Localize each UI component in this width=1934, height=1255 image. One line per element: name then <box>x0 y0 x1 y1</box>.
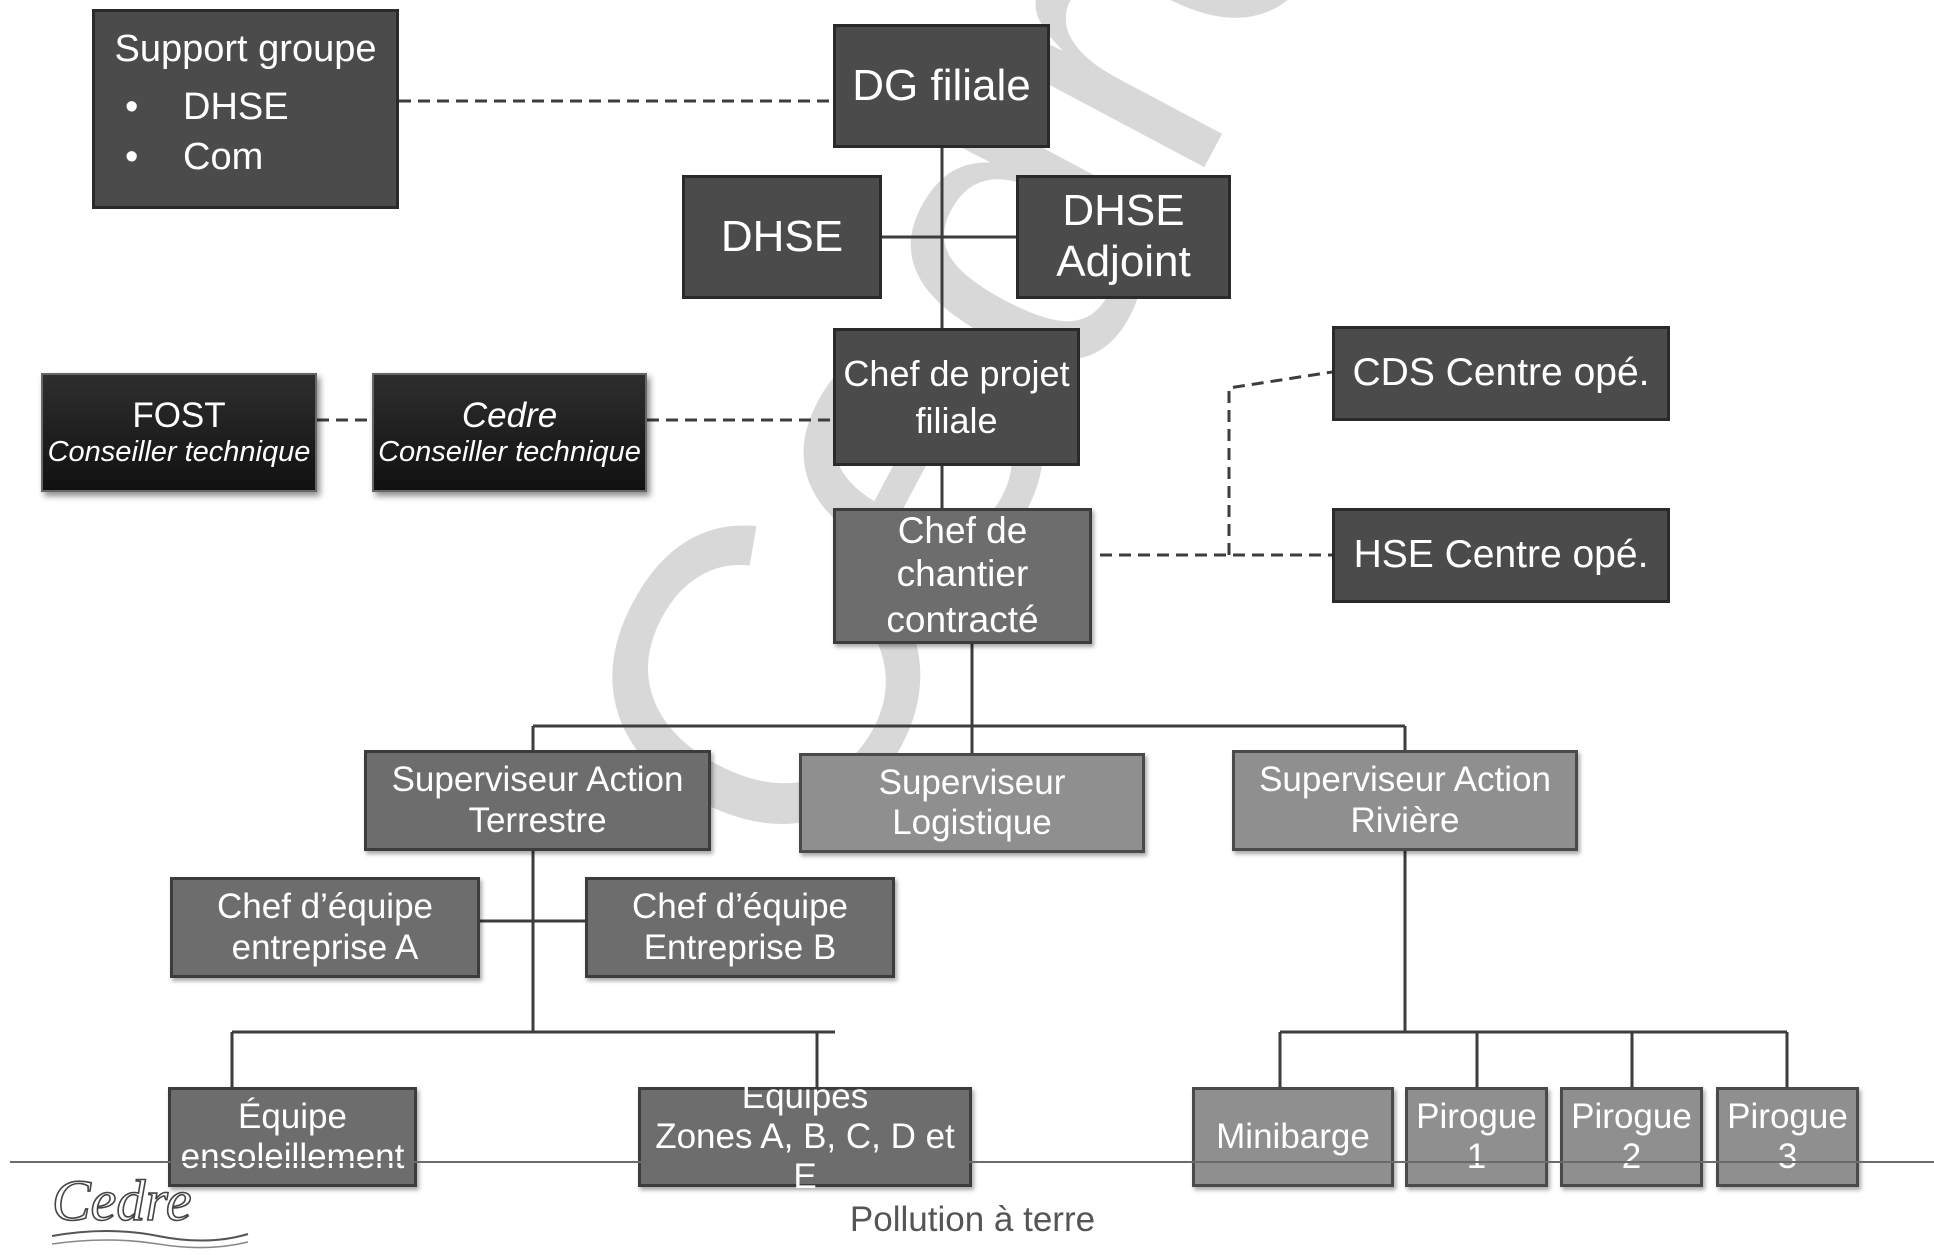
chef-chantier-box: Chef de chantier contracté <box>833 508 1092 644</box>
chef-projet-box: Chef de projet filiale <box>833 328 1080 466</box>
cds-centre-label: CDS Centre opé. <box>1352 351 1650 395</box>
dhse-box: DHSE <box>682 175 882 299</box>
pirogue-1-line1: Pirogue <box>1416 1096 1537 1136</box>
cds-centre-box: CDS Centre opé. <box>1332 326 1670 421</box>
chef-equipe-b-box: Chef d’équipe Entreprise B <box>585 877 895 978</box>
support-groupe-item: Com <box>125 136 289 180</box>
superviseur-riviere-line2: Rivière <box>1350 800 1460 840</box>
support-groupe-title: Support groupe <box>114 28 377 71</box>
superviseur-terrestre-box: Superviseur Action Terrestre <box>364 750 711 851</box>
pirogue-3-line1: Pirogue <box>1727 1096 1848 1136</box>
fost-box: FOST Conseiller technique <box>41 373 317 492</box>
pirogue-2-box: Pirogue 2 <box>1560 1087 1703 1187</box>
chef-equipe-a-line1: Chef d’équipe <box>217 887 433 927</box>
hse-centre-label: HSE Centre opé. <box>1353 533 1649 577</box>
chef-equipe-a-line2: entreprise A <box>231 927 419 967</box>
minibarge-box: Minibarge <box>1192 1087 1394 1187</box>
hse-centre-box: HSE Centre opé. <box>1332 508 1670 603</box>
superviseur-terrestre-line2: Terrestre <box>468 800 607 840</box>
superviseur-terrestre-line1: Superviseur Action <box>391 760 684 800</box>
cedre-conseiller-box: Cedre Conseiller technique <box>372 373 647 492</box>
equipe-ensoleillement-line1: Équipe <box>238 1096 347 1136</box>
support-groupe-item: DHSE <box>125 86 289 130</box>
cedre-conseiller-subtitle: Conseiller technique <box>378 435 641 468</box>
chef-equipe-b-line1: Chef d’équipe <box>632 887 848 927</box>
pirogue-1-box: Pirogue 1 <box>1405 1087 1548 1187</box>
equipe-ensoleillement-box: Équipe ensoleillement <box>168 1087 417 1187</box>
fost-title: FOST <box>132 395 226 435</box>
footer-caption: Pollution à terre <box>849 1200 1096 1239</box>
superviseur-logistique-box: Superviseur Logistique <box>799 753 1145 853</box>
support-groupe-box: Support groupe DHSE Com <box>92 9 399 209</box>
dhse-adjoint-line2: Adjoint <box>1056 237 1191 286</box>
dhse-label: DHSE <box>720 211 844 261</box>
footer-divider <box>10 1161 1934 1163</box>
dg-filiale-box: DG filiale <box>833 24 1050 148</box>
cedre-conseiller-title: Cedre <box>461 395 558 435</box>
superviseur-logistique-line2: Logistique <box>892 803 1052 842</box>
equipes-zones-line1: Équipes <box>741 1076 869 1116</box>
minibarge-label: Minibarge <box>1216 1116 1370 1156</box>
superviseur-riviere-line1: Superviseur Action <box>1259 760 1551 800</box>
pirogue-1-line2: 1 <box>1466 1137 1487 1176</box>
equipes-zones-line2: Zones A, B, C, D et E <box>655 1116 955 1197</box>
pirogue-2-line1: Pirogue <box>1571 1096 1692 1136</box>
chef-projet-line1: Chef de projet <box>843 352 1070 394</box>
chef-equipe-a-box: Chef d’équipe entreprise A <box>170 877 480 978</box>
cedre-logo: Cedre <box>51 1170 249 1249</box>
chef-chantier-line2: contracté <box>886 599 1039 641</box>
dhse-adjoint-line1: DHSE <box>1062 186 1185 236</box>
chef-equipe-b-line2: Entreprise B <box>643 927 837 967</box>
svg-text:Cedre: Cedre <box>52 1170 192 1233</box>
support-groupe-list: DHSE Com <box>95 86 289 179</box>
dg-filiale-label: DG filiale <box>852 60 1031 110</box>
pirogue-3-line2: 3 <box>1777 1137 1798 1176</box>
superviseur-logistique-line1: Superviseur <box>878 762 1066 802</box>
superviseur-riviere-box: Superviseur Action Rivière <box>1232 750 1578 851</box>
pirogue-3-box: Pirogue 3 <box>1716 1087 1859 1187</box>
dhse-adjoint-box: DHSE Adjoint <box>1016 175 1231 299</box>
fost-subtitle: Conseiller technique <box>47 435 311 468</box>
equipe-ensoleillement-line2: ensoleillement <box>180 1137 405 1176</box>
chef-chantier-line1: Chef de chantier <box>896 510 1029 594</box>
equipes-zones-box: Équipes Zones A, B, C, D et E <box>638 1077 972 1196</box>
pirogue-2-line2: 2 <box>1621 1137 1642 1176</box>
chef-projet-line2: filiale <box>915 400 998 441</box>
